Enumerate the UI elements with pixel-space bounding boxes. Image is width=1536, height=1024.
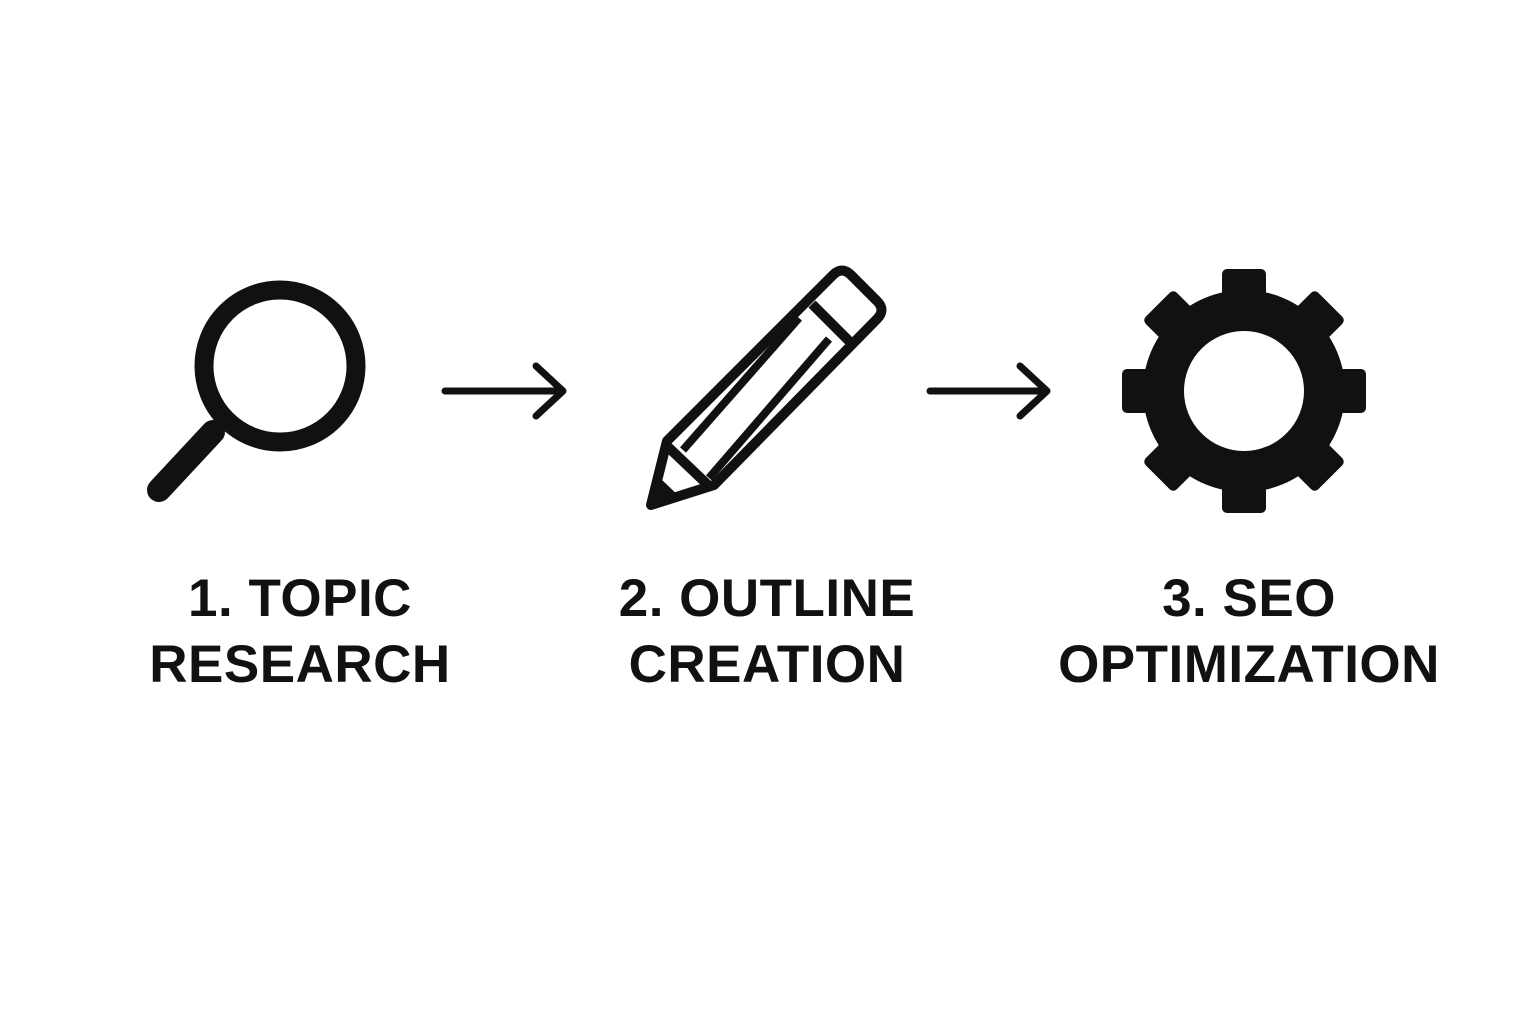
step-label-seo-optimization: 3. SEO OPTIMIZATION xyxy=(1039,566,1459,698)
arrow-right-icon xyxy=(926,362,1051,420)
step-label-outline-creation: 2. OUTLINE CREATION xyxy=(557,566,977,698)
step-3-subtitle: OPTIMIZATION xyxy=(1058,635,1440,694)
step-2-subtitle: CREATION xyxy=(628,635,906,694)
step-2-title: 2. OUTLINE xyxy=(618,569,916,628)
step-1-title: 1. TOPIC xyxy=(188,569,412,628)
step-label-topic-research: 1. TOPIC RESEARCH xyxy=(90,566,510,698)
step-1-subtitle: RESEARCH xyxy=(149,635,451,694)
arrow-right-icon xyxy=(441,362,567,420)
gear-icon xyxy=(1122,269,1366,513)
pencil-icon xyxy=(646,265,887,510)
magnifying-glass-icon xyxy=(147,280,366,502)
step-3-title: 3. SEO xyxy=(1162,569,1336,628)
